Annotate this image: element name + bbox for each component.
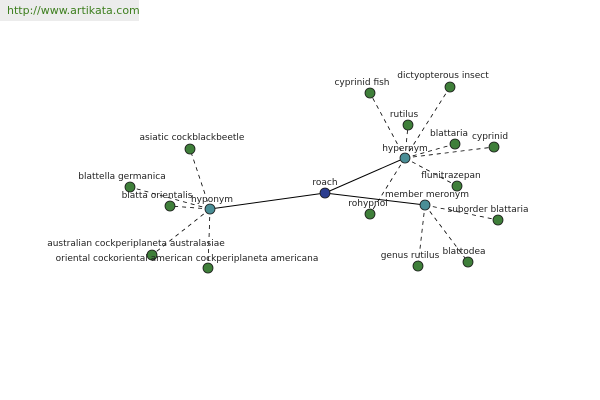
label-oriental-cockoriental-american-cockperiplaneta-americana: oriental cockoriental american cockperip…	[56, 254, 319, 264]
label-hypernym: hypernym	[382, 144, 428, 154]
label-australian-cockperiplaneta-australasiae: australian cockperiplaneta australasiae	[47, 239, 225, 249]
node-blattella-germanica[interactable]	[124, 181, 136, 193]
label-cyprinid: cyprinid	[472, 132, 508, 142]
graph-labels: asiatic cockblackbeetle blattella germani…	[47, 71, 528, 264]
label-blatta-orientalis: blatta orientalis	[122, 191, 193, 201]
node-blattaria[interactable]	[449, 138, 461, 150]
graph-edges	[129, 86, 499, 269]
watermark-banner: http://www.artikata.com	[0, 0, 140, 21]
node-blatta-orientalis[interactable]	[164, 200, 176, 212]
node-dictyopterous-insect[interactable]	[444, 81, 456, 93]
label-suborder-blattaria: suborder blattaria	[448, 205, 529, 215]
label-blattaria: blattaria	[430, 129, 468, 139]
label-hyponym: hyponym	[191, 195, 233, 205]
edge-roach-hypernym	[324, 157, 406, 194]
label-roach: roach	[312, 178, 337, 188]
edge-member-meronym-blattodea	[424, 204, 469, 263]
node-asiatic-cockblackbeetle[interactable]	[184, 143, 196, 155]
edge-hypernym-rohypnol	[369, 157, 406, 215]
edge-hyponym-blattella-germanica	[129, 186, 211, 210]
edge-hypernym-flunitrazepan	[404, 157, 458, 187]
label-rutilus: rutilus	[390, 110, 419, 120]
edge-hypernym-rutilus	[404, 124, 409, 159]
label-blattella-germanica: blattella germanica	[78, 172, 165, 182]
label-genus-rutilus: genus rutilus	[381, 251, 440, 261]
edge-hypernym-dictyopterous-insect	[404, 86, 451, 159]
node-flunitrazepan[interactable]	[451, 180, 463, 192]
label-asiatic-cockblackbeetle: asiatic cockblackbeetle	[140, 133, 245, 143]
edge-hyponym-oriental-cockoriental-american-cockperiplaneta-americana	[207, 208, 211, 269]
node-oriental-cockoriental-american-cockperiplaneta-americana[interactable]	[202, 262, 214, 274]
label-dictyopterous-insect: dictyopterous insect	[397, 71, 489, 81]
node-cyprinid-fish[interactable]	[364, 87, 376, 99]
node-rohypnol[interactable]	[364, 208, 376, 220]
node-rutilus[interactable]	[402, 119, 414, 131]
edge-member-meronym-genus-rutilus	[417, 204, 426, 267]
node-genus-rutilus[interactable]	[412, 260, 424, 272]
edge-hypernym-blattaria	[404, 143, 456, 159]
edge-roach-member-meronym	[324, 192, 426, 206]
node-cyprinid[interactable]	[488, 141, 500, 153]
node-blattodea[interactable]	[462, 256, 474, 268]
edge-hypernym-cyprinid	[404, 146, 495, 159]
label-cyprinid-fish: cyprinid fish	[334, 78, 389, 88]
label-blattodea: blattodea	[442, 247, 485, 257]
node-hyponym[interactable]	[204, 203, 216, 215]
edge-hyponym-blatta-orientalis	[169, 205, 211, 210]
node-member-meronym[interactable]	[419, 199, 431, 211]
edge-roach-hyponym	[209, 192, 326, 210]
node-roach[interactable]	[319, 187, 331, 199]
graph-nodes	[124, 81, 504, 274]
node-suborder-blattaria[interactable]	[492, 214, 504, 226]
watermark-url[interactable]: http://www.artikata.com	[7, 4, 140, 17]
label-member-meronym: member meronym	[385, 190, 469, 200]
node-hypernym[interactable]	[399, 152, 411, 164]
label-rohypnol: rohypnol	[348, 199, 387, 209]
edge-hyponym-asiatic-cockblackbeetle	[189, 148, 211, 210]
node-australian-cockperiplaneta-australasiae[interactable]	[146, 249, 158, 261]
label-flunitrazepan: flunitrazepan	[421, 171, 481, 181]
